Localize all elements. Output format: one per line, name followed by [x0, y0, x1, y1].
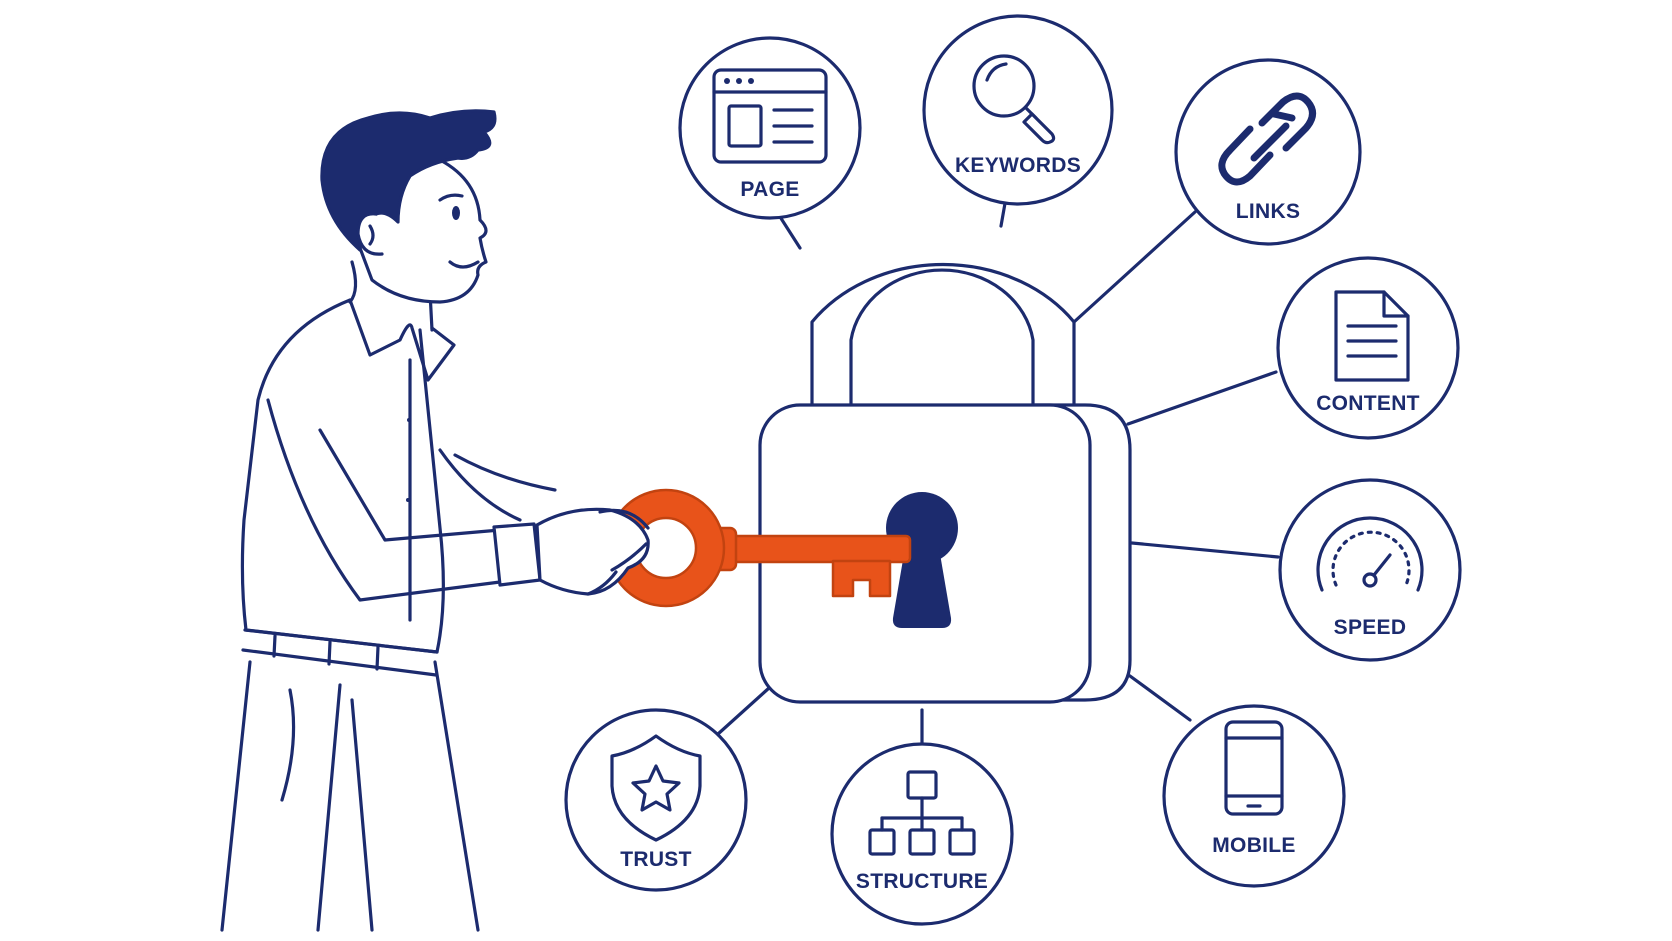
node-mobile-label: MOBILE	[1212, 834, 1295, 857]
node-page-label: PAGE	[740, 178, 799, 201]
node-page: PAGE	[678, 36, 862, 220]
padlock-icon	[758, 262, 1132, 704]
node-links: LINKS	[1174, 58, 1362, 246]
person-belt	[241, 628, 439, 677]
browser-window-icon	[712, 68, 828, 164]
person-torso	[240, 298, 445, 654]
sitemap-icon	[868, 770, 976, 856]
node-structure: STRUCTURE	[830, 742, 1014, 926]
person-near-arm	[266, 398, 542, 602]
shield-star-icon	[610, 734, 702, 842]
person-legs	[220, 660, 480, 932]
person-holding-key	[220, 109, 650, 932]
node-content: CONTENT	[1276, 256, 1460, 440]
node-speed: SPEED	[1278, 478, 1462, 662]
document-icon	[1334, 290, 1410, 382]
node-content-label: CONTENT	[1316, 392, 1420, 415]
connector-lines	[716, 190, 1280, 746]
node-trust-label: TRUST	[620, 848, 692, 871]
node-keywords: KEYWORDS	[922, 14, 1114, 206]
speedometer-icon	[1316, 516, 1424, 592]
node-trust: TRUST	[564, 708, 748, 892]
node-mobile: MOBILE	[1162, 704, 1346, 888]
person-collar	[348, 298, 456, 622]
person-head	[320, 109, 497, 304]
node-structure-label: STRUCTURE	[856, 870, 988, 893]
chain-link-icon	[1218, 92, 1316, 186]
magnifier-icon	[972, 54, 1056, 145]
person-hand	[535, 507, 650, 596]
smartphone-icon	[1224, 720, 1284, 816]
node-keywords-label: KEYWORDS	[955, 154, 1081, 177]
node-speed-label: SPEED	[1334, 616, 1407, 639]
person-far-arm	[438, 448, 557, 522]
node-links-label: LINKS	[1236, 200, 1301, 223]
